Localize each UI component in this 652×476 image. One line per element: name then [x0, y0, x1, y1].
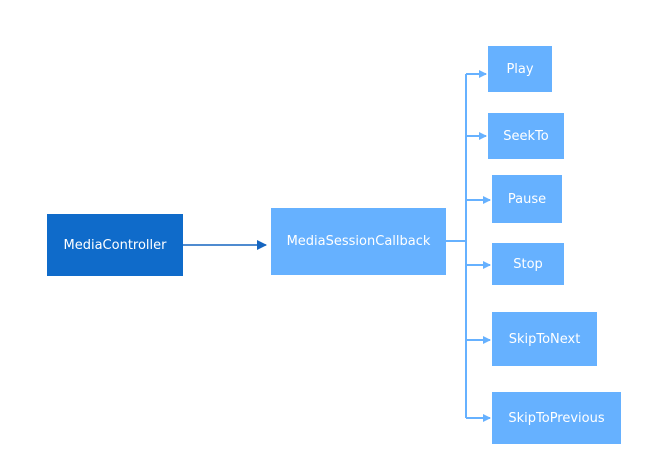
media-controller-label: MediaController — [63, 237, 167, 253]
action-pause-node: Pause — [492, 175, 562, 223]
action-seekto-node: SeekTo — [488, 113, 564, 159]
action-play-label: Play — [506, 61, 534, 77]
action-skiptoprevious-node: SkipToPrevious — [492, 392, 621, 444]
action-pause-label: Pause — [507, 191, 547, 207]
action-skiptonext-node: SkipToNext — [492, 312, 597, 366]
action-skiptoprevious-label: SkipToPrevious — [508, 410, 605, 426]
media-session-callback-node: MediaSessionCallback — [271, 208, 446, 275]
media-controller-node: MediaController — [47, 214, 183, 276]
media-session-callback-label: MediaSessionCallback — [286, 234, 431, 249]
action-skiptonext-label: SkipToNext — [508, 331, 581, 347]
action-seekto-label: SeekTo — [503, 128, 549, 144]
action-stop-label: Stop — [513, 256, 543, 272]
action-play-node: Play — [488, 46, 552, 92]
action-stop-node: Stop — [492, 243, 564, 285]
